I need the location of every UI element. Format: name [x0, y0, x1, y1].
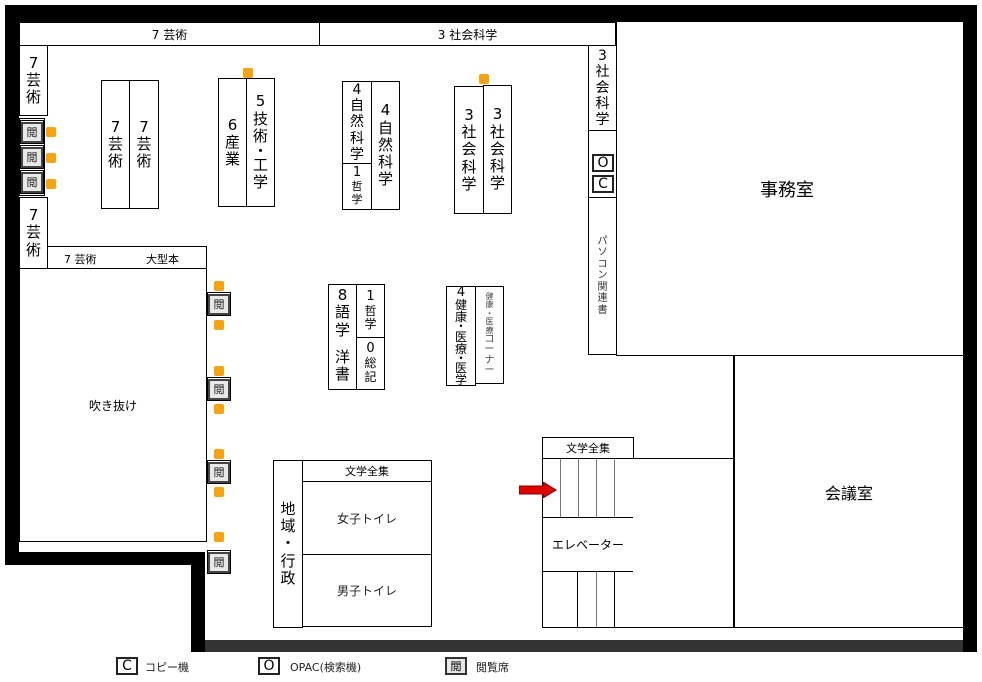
seat-icon: 閲 [21, 146, 43, 168]
elevator: エレベーター [542, 517, 634, 572]
seat-marker-dot [46, 127, 56, 137]
stack-western-books: 洋 書 [334, 348, 350, 384]
atrium: 吹き抜け [19, 268, 207, 542]
seat-marker-dot [479, 74, 489, 84]
shelf-left-art-upper: 7 芸 術 [19, 45, 48, 116]
shelf-top-art: 7 芸術 [19, 22, 320, 46]
seat-marker-dot [214, 404, 224, 414]
wall-top [5, 5, 977, 22]
shelf-top-social-science: 3 社会科学 [319, 22, 616, 46]
womens-toilet: 女子トイレ [302, 481, 432, 555]
opac-icon: O [597, 155, 609, 171]
copier[interactable]: C [592, 175, 614, 193]
shelf-literature-collection: 文学全集 [302, 460, 432, 482]
stack-social-science-a: 3 社 会 科 学 [454, 86, 484, 214]
legend-opac-label: OPAC(検索機) [290, 661, 362, 674]
seat-marker-dot [214, 281, 224, 291]
legend-opac-icon: O [258, 657, 280, 675]
shelf-label: 7 芸術 [64, 253, 97, 266]
reading-seat[interactable]: 閲 [207, 377, 231, 401]
stack-art-b: 7 芸 術 [129, 80, 159, 209]
stair-step [614, 459, 615, 517]
office-label: 事務室 [760, 179, 814, 201]
seat-icon: 閲 [21, 121, 43, 143]
stack-social-science-right: 3 社 会 科 学 [588, 45, 617, 131]
seat-icon: 閲 [208, 293, 230, 315]
stack-industry: 6 産 業 [218, 78, 247, 207]
seat-icon: 閲 [21, 171, 43, 193]
floor-edge-bottom [205, 640, 963, 652]
stair-step [596, 572, 597, 627]
shelf-left-art-lower: 7 芸 術 [19, 197, 48, 269]
seat-marker-dot [214, 487, 224, 497]
reading-seat[interactable]: 閲 [207, 292, 231, 316]
stack-art-a: 7 芸 術 [101, 80, 130, 209]
seat-icon: 閲 [208, 461, 230, 483]
wall-left [5, 5, 19, 565]
reading-seat[interactable]: 閲 [207, 550, 231, 574]
legend-copier-icon: C [116, 657, 138, 675]
wall-bottom-left [5, 552, 205, 565]
stack-health-corner: 健 康 ・ 医 療 コ ー ナ ー [475, 286, 504, 384]
stair-step [577, 572, 578, 627]
meeting-room-label: 会議室 [824, 483, 873, 503]
seat-marker-dot [46, 153, 56, 163]
seat-icon: 閲 [208, 551, 230, 573]
seat-marker-dot [243, 68, 253, 78]
seat-marker-dot [214, 366, 224, 376]
shelf-art-large-books: 7 芸術 大型本 [47, 246, 207, 269]
stack-regional-admin: 地 域 ・ 行 政 [273, 460, 303, 628]
mens-toilet: 男子トイレ [302, 554, 432, 627]
reading-seat[interactable]: 閲 [20, 170, 44, 194]
stair-step [578, 459, 579, 517]
stack-social-science-b: 3 社 会 科 学 [483, 85, 512, 214]
wall-bottom-step [191, 552, 205, 652]
legend-seat-label: 閲覧席 [476, 661, 509, 674]
shelf-label: 7 芸術 [151, 27, 188, 42]
seat-marker-dot [214, 449, 224, 459]
stack-philosophy-a: 1 哲 学 [342, 163, 372, 210]
stack-natural-science-a: 4 自 然 科 学 [342, 81, 372, 164]
wall-right [963, 5, 977, 652]
stack-language-western: 8 語 学 洋 書 [328, 284, 357, 390]
opac-terminal[interactable]: O [592, 154, 614, 172]
shelf-literature-collection-2: 文学全集 [542, 437, 634, 459]
legend-seat-icon: 閲 [445, 657, 467, 675]
seat-marker-dot [46, 179, 56, 189]
meeting-room: 会議室 [733, 355, 963, 628]
current-location-arrow-icon [519, 482, 557, 498]
stack-health: 4 健 康 ・ 医 療 ・ 医 学 [446, 286, 476, 386]
stairs-lower [542, 571, 634, 628]
stack-general: 0 総 記 [356, 337, 385, 390]
atrium-label: 吹き抜け [88, 398, 137, 413]
shelf-label: 3 社会科学 [437, 27, 498, 42]
stack-pc-books: パ ソ コ ン 関 連 書 [588, 197, 617, 355]
legend: C コピー機 O OPAC(検索機) 閲 閲覧席 [115, 655, 555, 677]
stair-step [614, 572, 615, 627]
office-room: 事務室 [616, 22, 963, 356]
stack-natural-science-b: 4 自 然 科 学 [371, 81, 400, 210]
seat-marker-dot [214, 320, 224, 330]
legend-copier-label: コピー機 [145, 661, 189, 674]
large-books-label: 大型本 [146, 253, 179, 266]
stack-language: 8 語 学 [334, 286, 350, 339]
stair-step [560, 459, 561, 517]
reading-seat[interactable]: 閲 [20, 145, 44, 169]
stack-philosophy-b: 1 哲 学 [356, 284, 385, 338]
copier-icon: C [598, 176, 608, 192]
seat-icon: 閲 [208, 378, 230, 400]
stair-step [596, 459, 597, 517]
seat-marker-dot [214, 532, 224, 542]
reading-seat[interactable]: 閲 [207, 460, 231, 484]
corridor-area [633, 458, 734, 628]
stack-technology: 5 技 術 ・ 工 学 [246, 78, 275, 207]
reading-seat[interactable]: 閲 [20, 120, 44, 144]
